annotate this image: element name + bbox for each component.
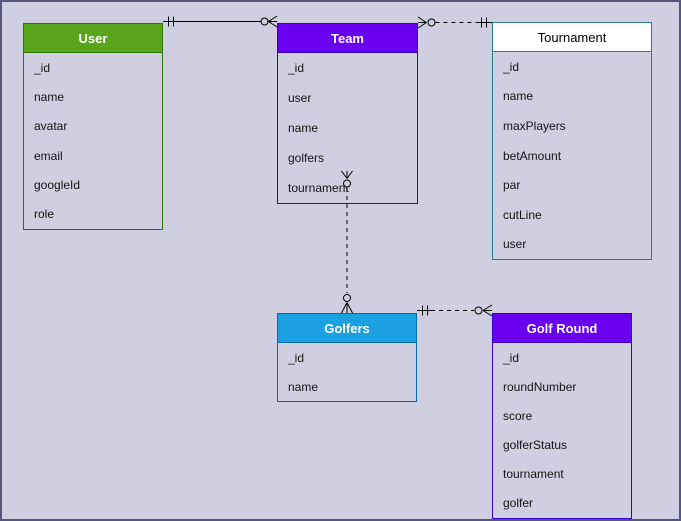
field-row: avatar: [34, 119, 68, 134]
field-row: roundNumber: [503, 379, 577, 394]
field-row: _id: [34, 60, 51, 75]
entity-user-fields: _id name avatar email googleId role: [24, 53, 162, 229]
entity-user[interactable]: User _id name avatar email googleId role: [23, 23, 163, 230]
field-row: googleId: [34, 177, 81, 192]
field-row: _id: [288, 350, 305, 365]
entity-golf-round-fields: _id roundNumber score golferStatus tourn…: [493, 343, 631, 518]
entity-golfers-fields: _id name: [278, 343, 416, 401]
field-row: name: [34, 89, 65, 104]
field-row: tournament: [288, 181, 349, 195]
edge-team-tournament[interactable]: [418, 17, 492, 28]
field-row: par: [503, 178, 521, 193]
entity-golfers[interactable]: Golfers _id name: [277, 313, 417, 402]
field-row: user: [288, 91, 312, 105]
entity-tournament-fields: _id name maxPlayers betAmount par cutLin…: [493, 52, 651, 259]
field-row: role: [34, 207, 55, 222]
field-row: golferStatus: [503, 438, 568, 453]
entity-user-title: User: [24, 24, 162, 53]
field-row: _id: [288, 61, 305, 75]
edge-user-team[interactable]: [163, 16, 277, 27]
entity-golf-round-title: Golf Round: [493, 314, 631, 343]
field-row: maxPlayers: [503, 118, 566, 133]
field-row: email: [34, 148, 63, 163]
field-row: user: [503, 237, 527, 252]
field-row: _id: [503, 350, 520, 365]
edge-golfers-golfround[interactable]: [417, 305, 492, 316]
field-row: name: [288, 121, 319, 135]
field-row: betAmount: [503, 148, 562, 163]
entity-team-fields: _id user name golfers tournament: [278, 53, 417, 203]
field-row: golfer: [503, 496, 534, 511]
field-row: cutLine: [503, 207, 542, 222]
field-row: name: [503, 89, 534, 104]
field-row: score: [503, 408, 533, 423]
entity-team[interactable]: Team _id user name golfers tournament: [277, 23, 418, 204]
entity-golfers-title: Golfers: [278, 314, 416, 343]
field-row: golfers: [288, 151, 325, 165]
entity-tournament[interactable]: Tournament _id name maxPlayers betAmount…: [492, 22, 652, 260]
field-row: tournament: [503, 467, 564, 482]
entity-team-title: Team: [278, 24, 417, 53]
entity-golf-round[interactable]: Golf Round _id roundNumber score golferS…: [492, 313, 632, 519]
entity-tournament-title: Tournament: [493, 23, 651, 52]
field-row: _id: [503, 59, 520, 74]
field-row: name: [288, 379, 319, 394]
